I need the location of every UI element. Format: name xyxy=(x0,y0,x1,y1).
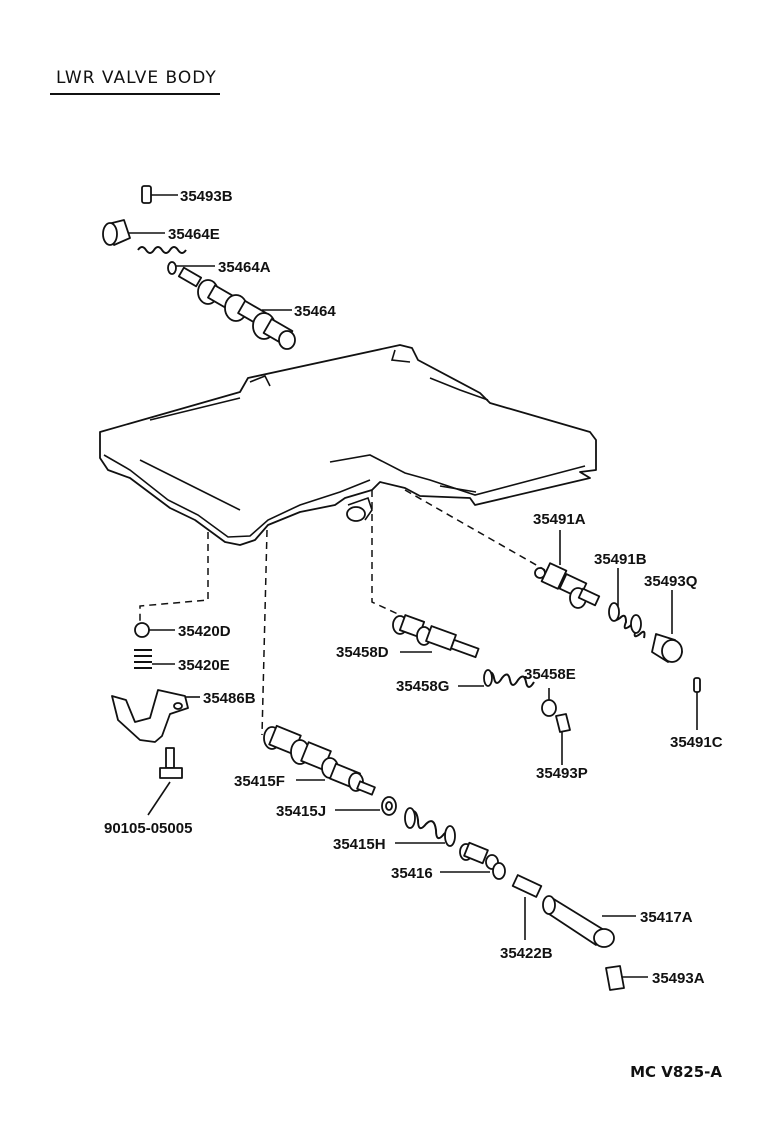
part-35420D-ball xyxy=(134,622,175,638)
assembly-lines xyxy=(139,489,546,736)
label-35486B: 35486B xyxy=(203,690,256,707)
part-35486B-bracket xyxy=(111,689,200,743)
part-90105-05005-bolt xyxy=(147,747,183,816)
part-35493P-pin xyxy=(555,713,571,765)
part-labels: 35493B 35464E 35464A 35464 35491A 35491B… xyxy=(104,188,723,987)
label-35417A: 35417A xyxy=(640,909,693,926)
label-90105-05005: 90105-05005 xyxy=(104,820,192,837)
label-35464A: 35464A xyxy=(218,259,271,276)
label-35458G: 35458G xyxy=(396,678,449,695)
part-35422B-pin xyxy=(511,874,543,940)
label-35416: 35416 xyxy=(391,865,433,882)
label-35458E: 35458E xyxy=(524,666,576,683)
part-35464A-spring xyxy=(137,246,215,275)
part-35491C-pin xyxy=(693,677,701,730)
part-35415J-washer xyxy=(335,796,397,816)
label-35415F: 35415F xyxy=(234,773,285,790)
part-35464E-plug xyxy=(102,219,165,246)
part-35493B-pin xyxy=(141,185,178,204)
label-35420D: 35420D xyxy=(178,623,231,640)
label-35464E: 35464E xyxy=(168,226,220,243)
label-35493P: 35493P xyxy=(536,765,588,782)
lower-valve-body xyxy=(99,344,597,546)
label-35464: 35464 xyxy=(294,303,336,320)
part-35491B-spring xyxy=(608,568,646,639)
title-underline xyxy=(50,93,220,95)
part-35458G-spring xyxy=(458,669,535,688)
part-35415F-valve xyxy=(263,724,376,796)
part-35458D-valve xyxy=(392,614,480,659)
part-35420E-spring xyxy=(134,649,175,669)
label-35493A: 35493A xyxy=(652,970,705,987)
part-35458E-cup xyxy=(541,688,557,717)
label-35491C: 35491C xyxy=(670,734,723,751)
label-35493B: 35493B xyxy=(180,188,233,205)
label-35422B: 35422B xyxy=(500,945,553,962)
label-35415J: 35415J xyxy=(276,803,326,820)
label-35493Q: 35493Q xyxy=(644,573,698,590)
part-35416-valve xyxy=(440,841,506,880)
part-35464-valve xyxy=(177,266,296,350)
diagram-title: LWR VALVE BODY xyxy=(56,68,217,88)
label-35491A: 35491A xyxy=(533,511,586,528)
part-35493A-pin xyxy=(605,965,648,991)
label-35420E: 35420E xyxy=(178,657,230,674)
label-35415H: 35415H xyxy=(333,836,386,853)
part-35415H-spring xyxy=(395,807,456,847)
part-35417A-sleeve xyxy=(542,895,636,948)
label-35491B: 35491B xyxy=(594,551,647,568)
part-35493Q-plug xyxy=(651,590,683,663)
part-35491A-valve xyxy=(534,530,601,609)
drawing-code: MC V825-A xyxy=(630,1063,722,1081)
label-35458D: 35458D xyxy=(336,644,389,661)
